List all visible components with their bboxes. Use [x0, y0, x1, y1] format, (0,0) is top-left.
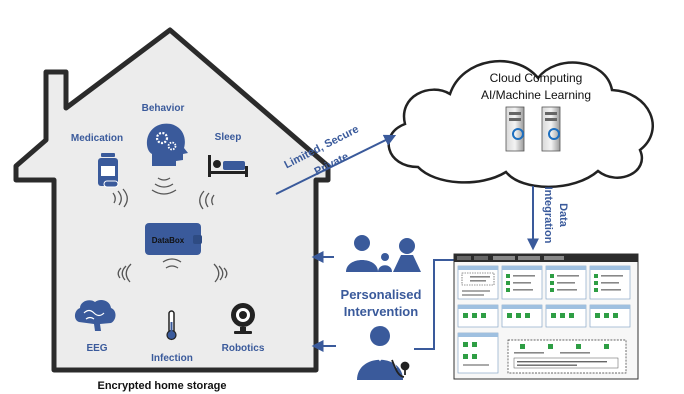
house-caption: Encrypted home storage [98, 380, 227, 392]
databox-label: DataBox [152, 236, 185, 245]
dashboard-card [589, 265, 631, 300]
dashboard-card [545, 265, 587, 300]
intervention-label-line2: Intervention [344, 304, 418, 319]
intervention-label-line1: Personalised [341, 287, 422, 302]
behavior-label: Behavior [142, 103, 185, 114]
dashboard-card [457, 265, 499, 300]
dashboard-card [545, 304, 587, 328]
infection-signal-icon [162, 258, 182, 269]
dashboard-alert-panel [507, 339, 627, 374]
eeg-signal-icon [117, 263, 132, 283]
medication-label: Medication [71, 133, 123, 144]
eeg-label: EEG [86, 343, 107, 354]
sleep-signal-icon [199, 190, 215, 210]
infection-thermometer-icon [166, 310, 177, 341]
databox: DataBox [145, 223, 202, 255]
house [13, 27, 331, 373]
secure-link-arrow [275, 134, 397, 195]
dashboard-card [501, 304, 543, 328]
data-integration-label-line1: Data [557, 203, 569, 228]
stethoscope-icon [391, 359, 410, 378]
dashboard-card [457, 332, 499, 374]
dashboard-card [457, 304, 499, 328]
doctor-icon [357, 326, 403, 380]
data-integration-label-line2: Integration [542, 187, 554, 244]
cloud-title-line2: AI/Machine Learning [481, 88, 591, 102]
dashboard-card [589, 304, 631, 328]
family-icon [346, 235, 421, 272]
cloud-title-line1: Cloud Computing [490, 71, 583, 85]
house-outline [13, 27, 331, 373]
robotics-signal-icon [213, 263, 228, 283]
feedback-bracket [414, 259, 455, 350]
dashboard-screenshot [453, 253, 639, 380]
robotics-camera-icon [231, 303, 255, 334]
infection-label: Infection [151, 353, 193, 364]
server-icon [505, 106, 525, 152]
dashboard-card [501, 265, 543, 300]
behavior-signal-icon [151, 177, 177, 195]
server-icon [541, 106, 561, 152]
medication-icon [98, 153, 119, 188]
eeg-brain-icon [74, 300, 116, 331]
medication-signal-icon [112, 188, 128, 208]
robotics-label: Robotics [222, 343, 265, 354]
sleep-label: Sleep [215, 132, 242, 143]
behavior-head-gears-icon [146, 123, 188, 166]
sleep-bed-icon [208, 155, 248, 177]
